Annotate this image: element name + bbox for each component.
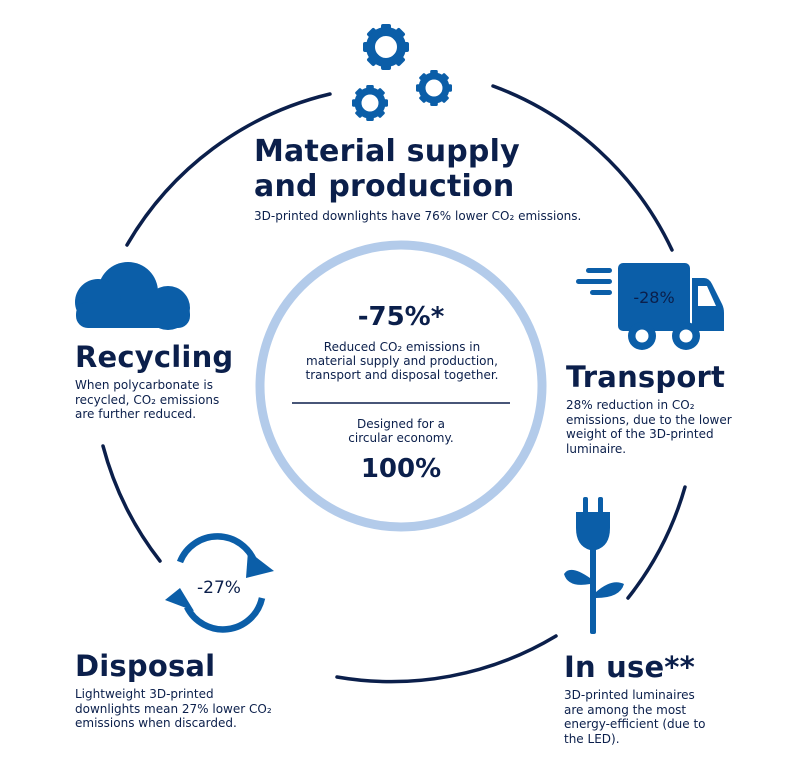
in-use-description: 3D-printed luminaires are among the most… xyxy=(564,688,706,746)
disposal-title: Disposal xyxy=(75,649,216,683)
cycle-arc-top-left xyxy=(125,92,332,247)
cycle-arc-top-right xyxy=(491,84,674,252)
disposal-badge: -27% xyxy=(197,578,241,598)
center-reduction-description: Reduced CO₂ emissions in material supply… xyxy=(305,340,499,382)
material-description: 3D-printed downlights have 76% lower CO₂… xyxy=(254,209,582,223)
transport-description: 28% reduction in CO₂ emissions, due to t… xyxy=(566,398,732,456)
center-circular-text: Designed for a circular economy. xyxy=(348,417,454,445)
truck-icon xyxy=(576,263,724,350)
plug-plant-icon xyxy=(564,497,624,634)
cloud-icon xyxy=(75,262,190,330)
cycle-arc-bottom xyxy=(335,634,558,684)
in-use-title: In use** xyxy=(564,650,696,684)
cycle-arc-left xyxy=(101,444,162,563)
transport-title: Transport xyxy=(566,360,726,394)
transport-badge: -28% xyxy=(633,288,674,307)
disposal-description: Lightweight 3D-printed downlights mean 2… xyxy=(75,687,272,730)
recycling-title: Recycling xyxy=(75,340,234,374)
center-circular-value: 100% xyxy=(360,454,442,484)
material-title: Material supply and production xyxy=(254,134,520,204)
center-total-reduction: -75%* xyxy=(357,302,445,332)
cycle-arc-right xyxy=(626,485,687,600)
center-ring xyxy=(255,240,547,532)
recycling-description: When polycarbonate is recycled, CO₂ emis… xyxy=(75,378,220,421)
recycle-arrows-icon xyxy=(165,533,274,633)
gears-icon xyxy=(352,24,452,121)
